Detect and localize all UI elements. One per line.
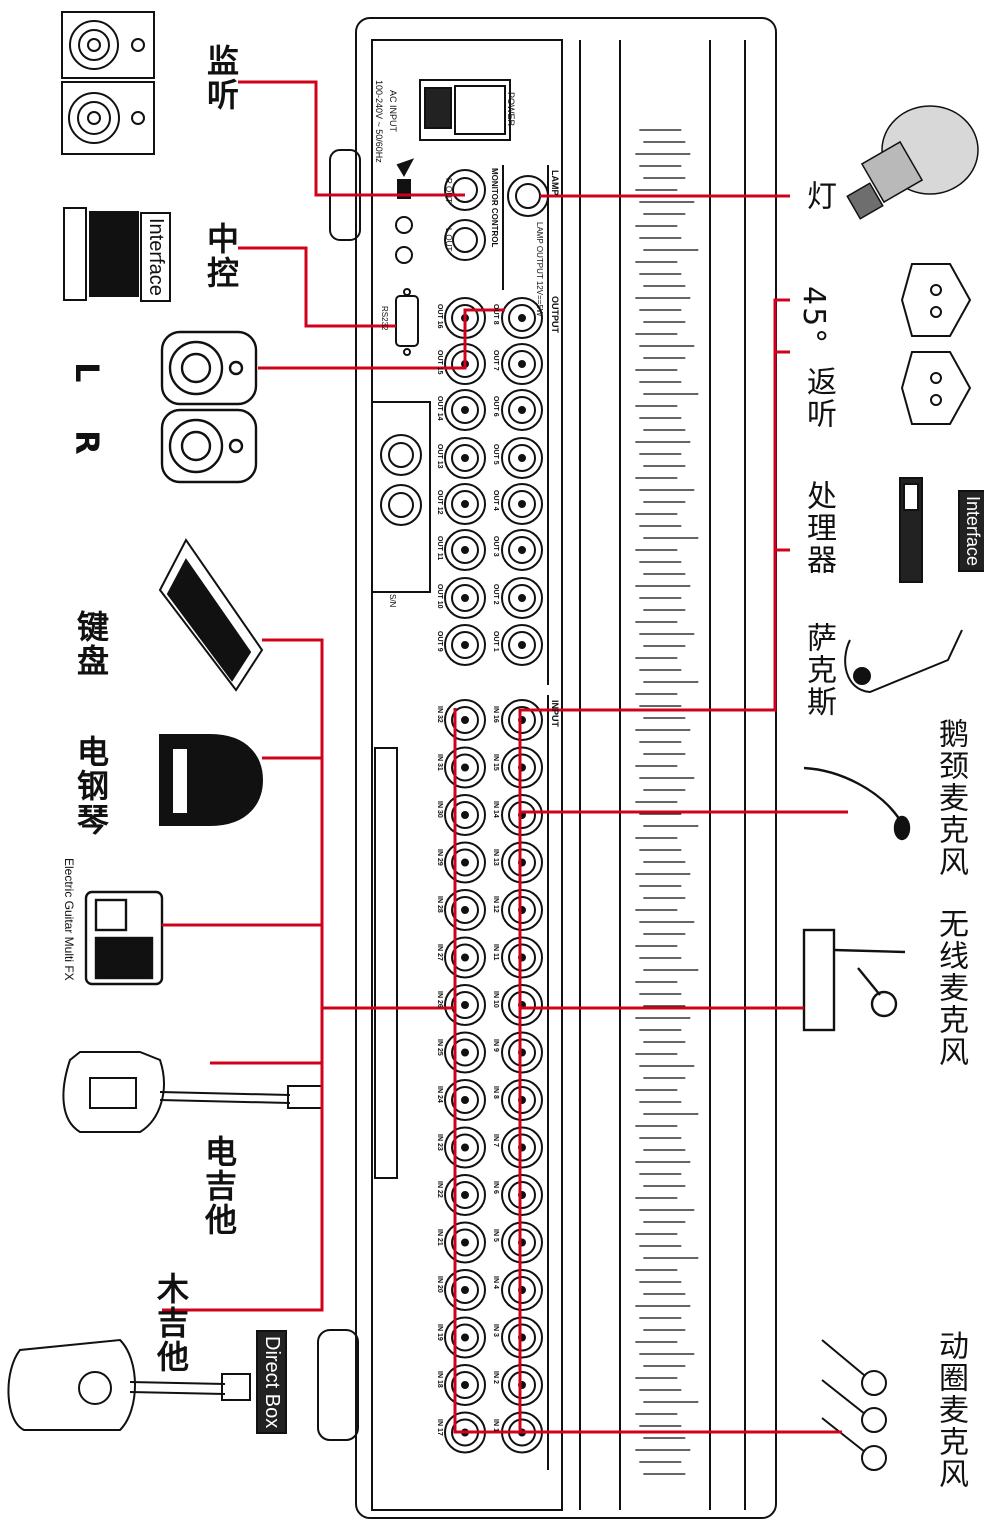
input-label: IN 18 [436, 1371, 443, 1388]
input-label: IN 6 [492, 1181, 499, 1194]
fader-slots [635, 130, 698, 1474]
lamp-bulb [847, 106, 978, 219]
electric-piano [160, 735, 262, 825]
input-label: IN 17 [436, 1419, 443, 1436]
gooseneck-microphone [804, 768, 909, 839]
panel-monitor-control: MONITOR CONTROL [490, 168, 499, 247]
label-central-control: 中控 [198, 222, 244, 290]
input-label: IN 3 [492, 1324, 499, 1337]
output-label: OUT 13 [436, 444, 443, 469]
output-label: OUT 11 [436, 536, 443, 560]
output-label: OUT 15 [436, 350, 443, 375]
label-saxophone: 萨克斯 [796, 622, 840, 718]
input-label: IN 1 [492, 1419, 499, 1432]
tag-interface-right: Interface [958, 490, 984, 572]
output-label: OUT 5 [492, 444, 499, 465]
panel-lamp-output: LAMP OUTPUT 12V==5W [535, 222, 544, 316]
output-label: OUT 10 [436, 584, 443, 609]
output-label: OUT 8 [492, 304, 499, 325]
studio-monitor-speakers [62, 12, 154, 154]
input-label: IN 27 [436, 944, 443, 961]
guitar-multi-fx [86, 892, 162, 984]
laptop-device [64, 208, 138, 300]
panel-ac-input: AC INPUT [388, 90, 398, 132]
monitor-wedge-speakers [902, 264, 970, 424]
output-label: OUT 6 [492, 396, 499, 417]
panel-sn: S/N [388, 594, 397, 607]
label-gooseneck-mic: 鹅颈麦克风 [928, 718, 972, 878]
dynamic-microphones [822, 1340, 886, 1470]
panel-input: INPUT [550, 700, 560, 727]
input-label: IN 9 [492, 1039, 499, 1052]
input-label: IN 13 [492, 849, 499, 866]
input-label: IN 16 [492, 706, 499, 723]
input-label: IN 10 [492, 991, 499, 1008]
label-dynamic-mic: 动圈麦克风 [928, 1330, 972, 1490]
output-label: OUT 14 [436, 396, 443, 421]
output-label: OUT 4 [492, 490, 499, 511]
label-monitor-wedge: 返听 [796, 366, 840, 430]
input-label: IN 19 [436, 1324, 443, 1341]
rs232-port [396, 289, 418, 355]
input-label: IN 32 [436, 706, 443, 723]
panel-l-out: L OUT [444, 228, 453, 251]
input-label: IN 25 [436, 1039, 443, 1056]
output-label: OUT 2 [492, 584, 499, 605]
aux-xlr-block [372, 402, 430, 1178]
label-guitar-multi-fx: Electric Guitar Multi FX [62, 858, 76, 981]
input-label: IN 21 [436, 1229, 443, 1246]
input-label: IN 12 [492, 896, 499, 913]
output-label: OUT 12 [436, 490, 443, 515]
input-label: IN 2 [492, 1371, 499, 1384]
input-label: IN 8 [492, 1086, 499, 1099]
label-electric-guitar: 电吉他 [196, 1135, 242, 1237]
acoustic-guitar [8, 1340, 250, 1430]
input-label: IN 30 [436, 801, 443, 818]
label-keyboard: 键盘 [68, 610, 114, 678]
output-label: OUT 9 [436, 631, 443, 652]
keyboard-instrument [160, 540, 262, 690]
output-label: OUT 16 [436, 304, 443, 329]
input-label: IN 15 [492, 754, 499, 771]
tag-interface-left: Interface [140, 212, 171, 302]
output-label: OUT 1 [492, 631, 499, 652]
panel-output: OUTPUT [550, 296, 560, 333]
tag-direct-box: Direct Box [256, 1330, 287, 1434]
label-electric-piano: 电钢琴 [68, 735, 114, 837]
panel-ac-spec: 100-240V ~ 50/60Hz [374, 80, 384, 163]
label-angle: 45° [796, 286, 831, 345]
input-label: IN 22 [436, 1181, 443, 1198]
input-label: IN 11 [492, 944, 499, 960]
panel-r-out: R OUT [444, 178, 453, 203]
wireless-mic-receiver [804, 930, 905, 1030]
input-label: IN 5 [492, 1229, 499, 1242]
input-label: IN 23 [436, 1134, 443, 1151]
input-label: IN 28 [436, 896, 443, 913]
panel-rs232: RS232 [380, 306, 389, 330]
input-label: IN 24 [436, 1086, 443, 1103]
label-acoustic-guitar: 木吉他 [148, 1272, 194, 1374]
label-lamp: 灯 [796, 180, 840, 212]
pa-speaker-right [162, 410, 256, 482]
output-label: OUT 3 [492, 536, 499, 557]
input-label: IN 7 [492, 1134, 499, 1147]
pa-speaker-left [162, 332, 256, 404]
saxophone-instrument [845, 630, 962, 692]
input-label: IN 31 [436, 754, 443, 771]
output-label: OUT 7 [492, 350, 499, 371]
input-label: IN 4 [492, 1276, 499, 1289]
input-label: IN 14 [492, 801, 499, 818]
input-label: IN 29 [436, 849, 443, 866]
panel-power: POWER [506, 92, 516, 126]
panel-lamp: LAMP [550, 170, 560, 196]
input-label: IN 20 [436, 1276, 443, 1293]
label-left: L [68, 362, 106, 384]
input-label: IN 26 [436, 991, 443, 1008]
label-wireless-mic: 无线麦克风 [928, 908, 972, 1068]
signal-processor [900, 478, 922, 582]
label-right: R [68, 430, 106, 457]
label-processor: 处理器 [796, 480, 840, 576]
label-monitor: 监听 [198, 44, 244, 112]
